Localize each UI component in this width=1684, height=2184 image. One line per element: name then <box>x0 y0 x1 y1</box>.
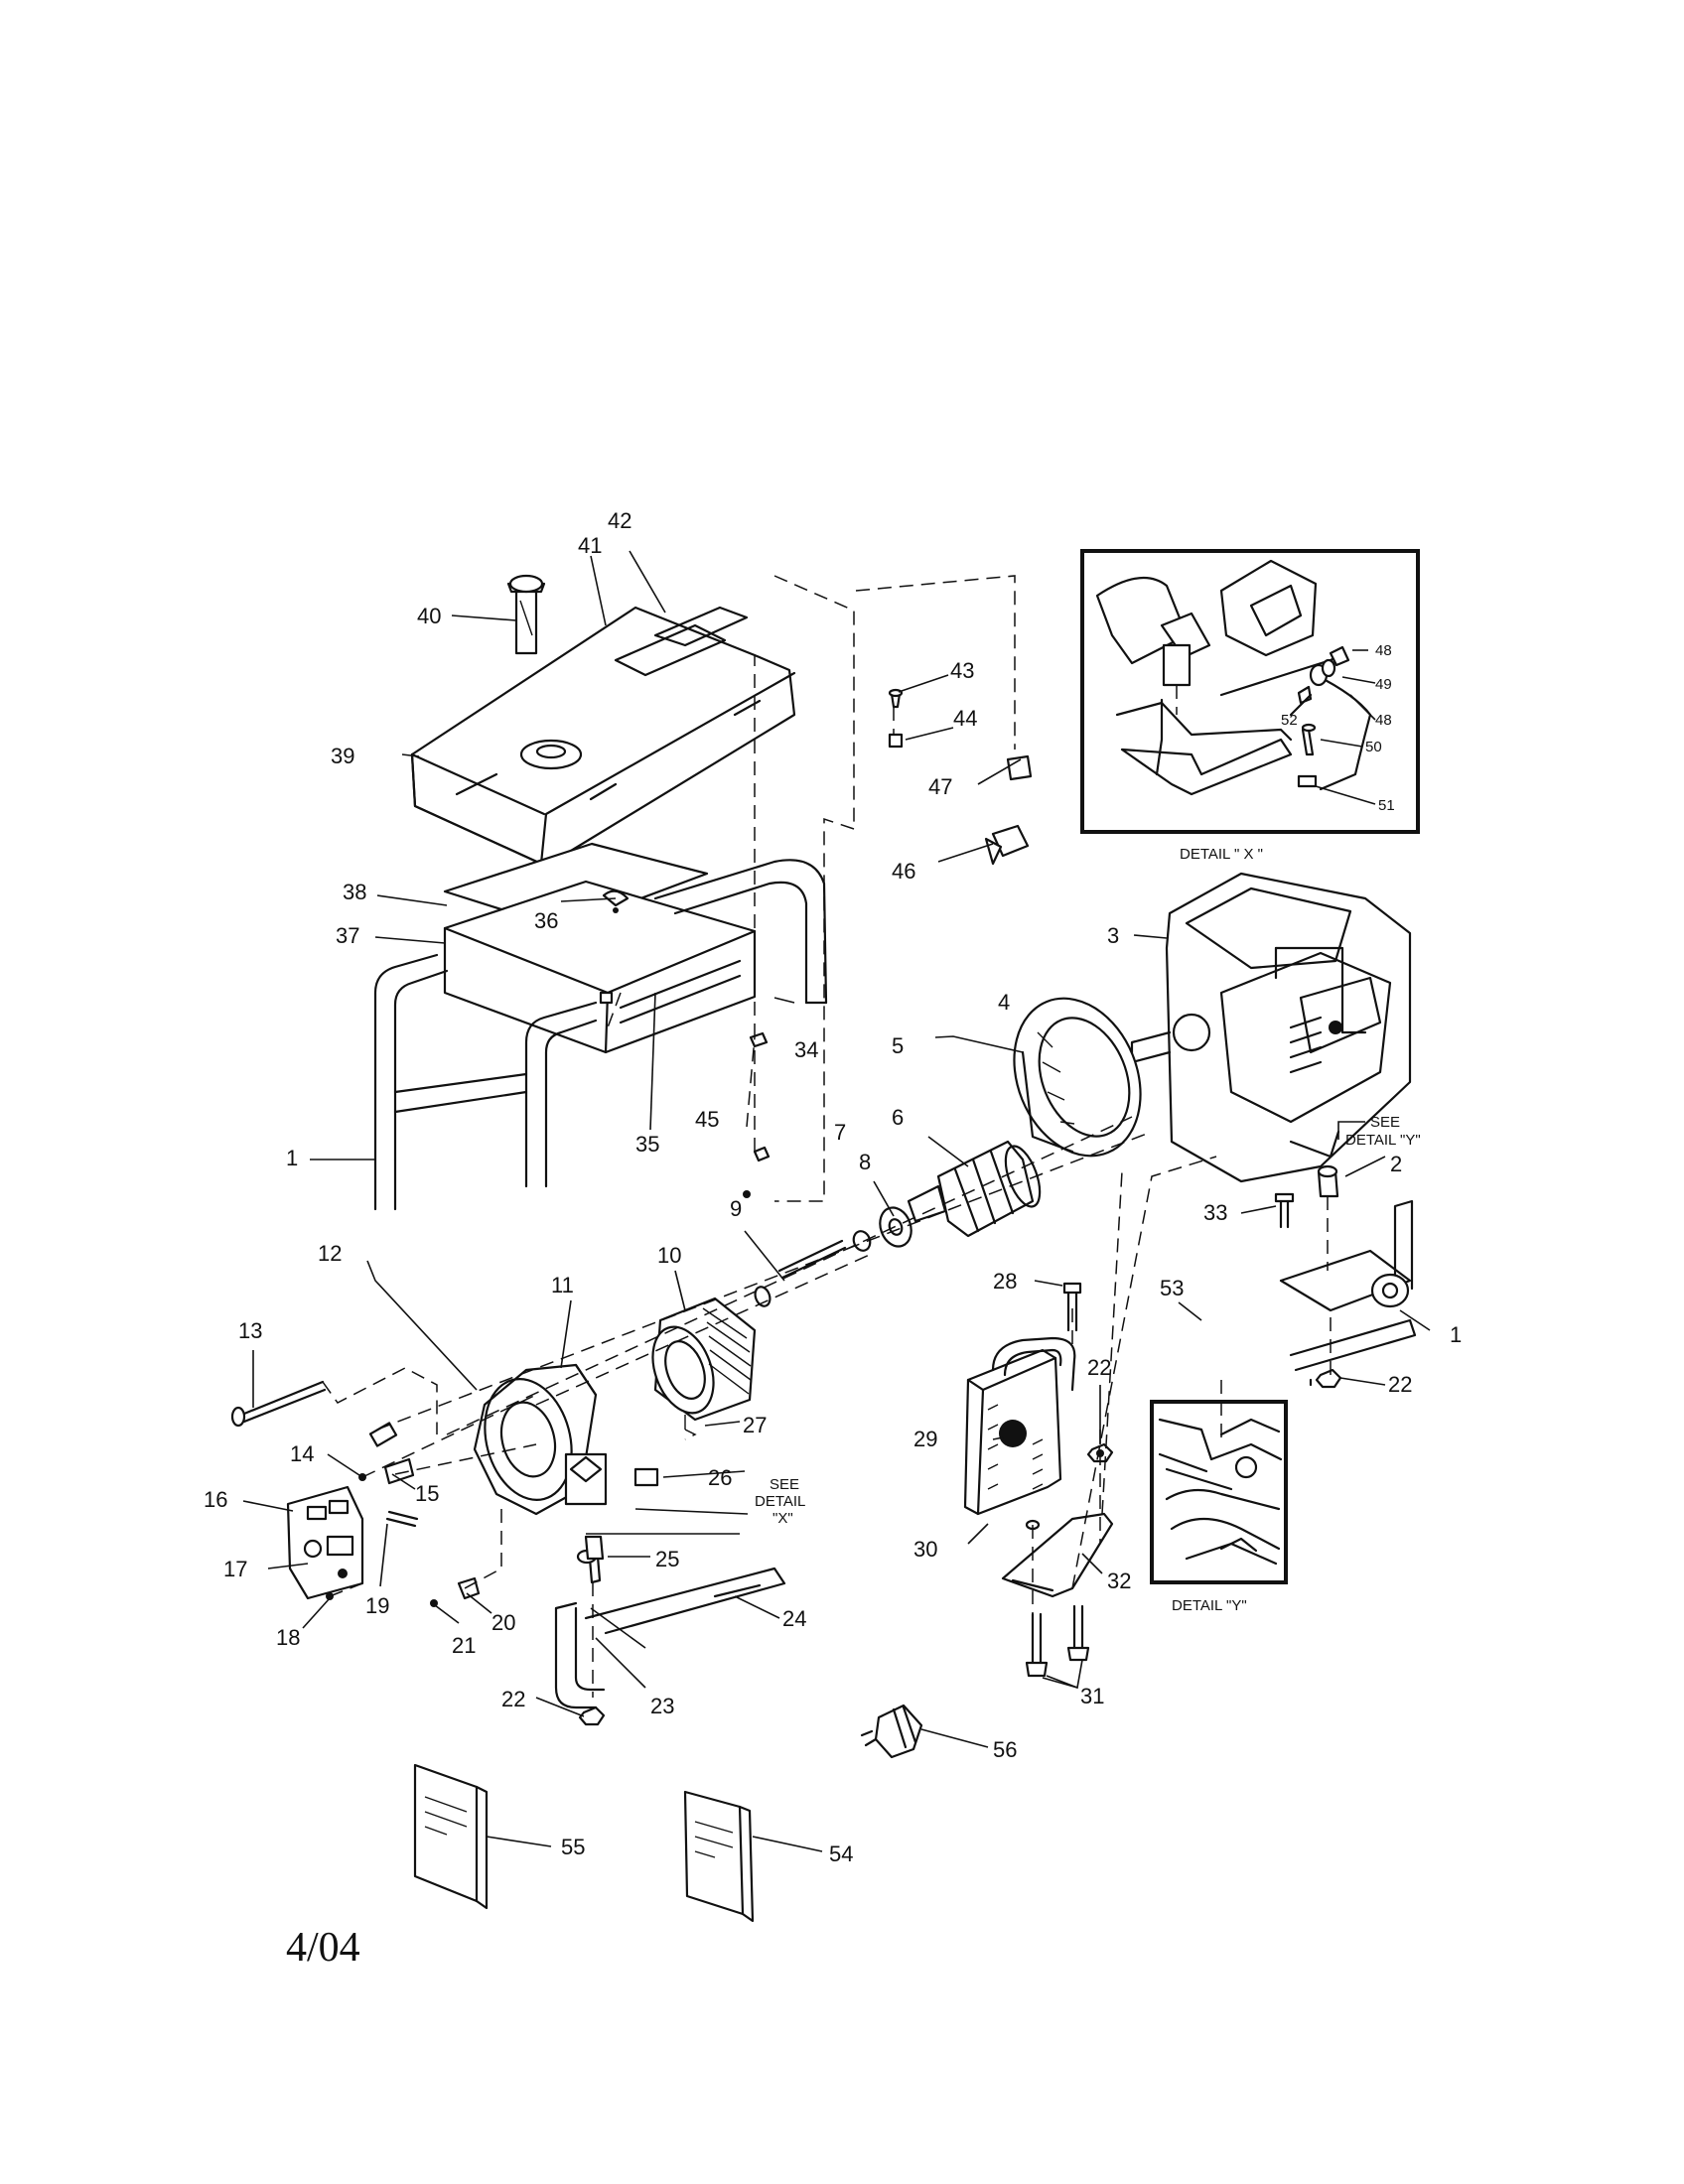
label-27: 27 <box>743 1413 767 1437</box>
label-48-top: 48 <box>1375 642 1392 659</box>
label-31: 31 <box>1080 1684 1104 1708</box>
see-detail-x-line1: SEE <box>770 1476 799 1493</box>
label-44: 44 <box>953 706 977 731</box>
label-17: 17 <box>223 1557 247 1581</box>
label-32: 32 <box>1107 1569 1131 1593</box>
label-28: 28 <box>993 1269 1017 1294</box>
label-20: 20 <box>491 1610 515 1635</box>
label-51: 51 <box>1378 797 1395 814</box>
label-9: 9 <box>730 1196 742 1221</box>
detail-x-title: DETAIL " X " <box>1180 846 1263 863</box>
label-33: 33 <box>1203 1200 1227 1225</box>
manual-54 <box>683 1790 755 1923</box>
label-24: 24 <box>782 1606 806 1631</box>
label-48-bottom: 48 <box>1375 712 1392 729</box>
label-52: 52 <box>1281 712 1298 729</box>
label-1-leg: 1 <box>1450 1322 1462 1347</box>
label-8: 8 <box>859 1150 871 1174</box>
label-10: 10 <box>657 1243 681 1268</box>
label-50: 50 <box>1365 739 1382 755</box>
label-39: 39 <box>331 744 354 768</box>
muffler <box>963 1336 1076 1516</box>
label-56: 56 <box>993 1737 1017 1762</box>
label-34: 34 <box>794 1037 818 1062</box>
support-leg-left <box>554 1549 786 1709</box>
muffler-bracket <box>1001 1512 1114 1598</box>
label-21: 21 <box>452 1633 476 1658</box>
label-38: 38 <box>343 880 366 904</box>
label-41: 41 <box>578 533 602 558</box>
label-45: 45 <box>695 1107 719 1132</box>
engine <box>1130 872 1412 1183</box>
label-54: 54 <box>829 1842 853 1866</box>
control-panel <box>286 1485 364 1600</box>
rotor <box>907 1140 1042 1238</box>
rotor-bolt <box>754 1239 847 1307</box>
detail-x-box <box>1080 549 1420 834</box>
long-bolt <box>230 1380 327 1428</box>
detail-y-ref-box <box>1274 946 1367 1034</box>
see-detail-y-line2: DETAIL "Y" <box>1345 1132 1421 1149</box>
label-13: 13 <box>238 1318 262 1343</box>
label-47: 47 <box>928 774 952 799</box>
label-18: 18 <box>276 1625 300 1650</box>
leader-lines <box>242 550 1431 1852</box>
support-leg-right <box>1279 1164 1417 1387</box>
label-14: 14 <box>290 1441 314 1466</box>
label-22-muffler: 22 <box>1087 1355 1111 1380</box>
label-37: 37 <box>336 923 359 948</box>
label-3: 3 <box>1107 923 1119 948</box>
stator-ring <box>1013 997 1142 1158</box>
control-box <box>443 842 757 1054</box>
label-36: 36 <box>534 908 558 933</box>
label-40: 40 <box>417 604 441 628</box>
label-6: 6 <box>892 1105 904 1130</box>
label-11: 11 <box>551 1273 574 1297</box>
isolator <box>584 1535 605 1561</box>
label-23: 23 <box>650 1694 674 1718</box>
label-49: 49 <box>1375 676 1392 693</box>
see-detail-x-line3: "X" <box>772 1510 793 1527</box>
assembly-lines <box>322 575 1332 1698</box>
detail-x-labels: 48 49 48 50 52 51 <box>1281 642 1395 814</box>
revision-date: 4/04 <box>286 1925 360 1971</box>
label-1-frame: 1 <box>286 1146 298 1170</box>
end-bell <box>473 1363 608 1516</box>
plug <box>860 1704 923 1759</box>
label-46: 46 <box>892 859 915 884</box>
label-22-right: 22 <box>1388 1372 1412 1397</box>
bolts <box>1025 1192 1295 1678</box>
label-7: 7 <box>834 1120 846 1145</box>
detail-y-box <box>1150 1400 1288 1584</box>
label-4: 4 <box>998 990 1010 1015</box>
label-12: 12 <box>318 1241 342 1266</box>
label-16: 16 <box>204 1487 227 1512</box>
label-43: 43 <box>950 658 974 683</box>
fuel-hardware <box>599 688 1033 1198</box>
label-19: 19 <box>365 1593 389 1618</box>
part-labels: 40 41 42 39 38 37 36 1 35 45 34 43 44 47… <box>204 508 1462 1866</box>
bearing <box>852 1206 912 1252</box>
label-25: 25 <box>655 1547 679 1571</box>
label-5: 5 <box>892 1033 904 1058</box>
manual-55 <box>413 1763 489 1910</box>
label-42: 42 <box>608 508 632 533</box>
label-35: 35 <box>635 1132 659 1157</box>
see-detail-y-line1: SEE <box>1370 1114 1400 1131</box>
detail-y-title: DETAIL "Y" <box>1172 1597 1247 1614</box>
label-26: 26 <box>708 1465 732 1490</box>
see-detail-x-line2: DETAIL <box>755 1493 805 1510</box>
label-22-left: 22 <box>501 1687 525 1711</box>
label-53: 53 <box>1160 1276 1184 1300</box>
fuel-gauge <box>506 574 546 655</box>
label-55: 55 <box>561 1835 585 1859</box>
label-29: 29 <box>913 1427 937 1451</box>
fuel-tank <box>410 606 796 866</box>
label-2: 2 <box>1390 1152 1402 1176</box>
label-15: 15 <box>415 1481 439 1506</box>
label-30: 30 <box>913 1537 937 1562</box>
callouts: SEE DETAIL "Y" SEE DETAIL "X" DETAIL " X… <box>755 846 1421 1614</box>
stator-coil <box>651 1297 757 1430</box>
